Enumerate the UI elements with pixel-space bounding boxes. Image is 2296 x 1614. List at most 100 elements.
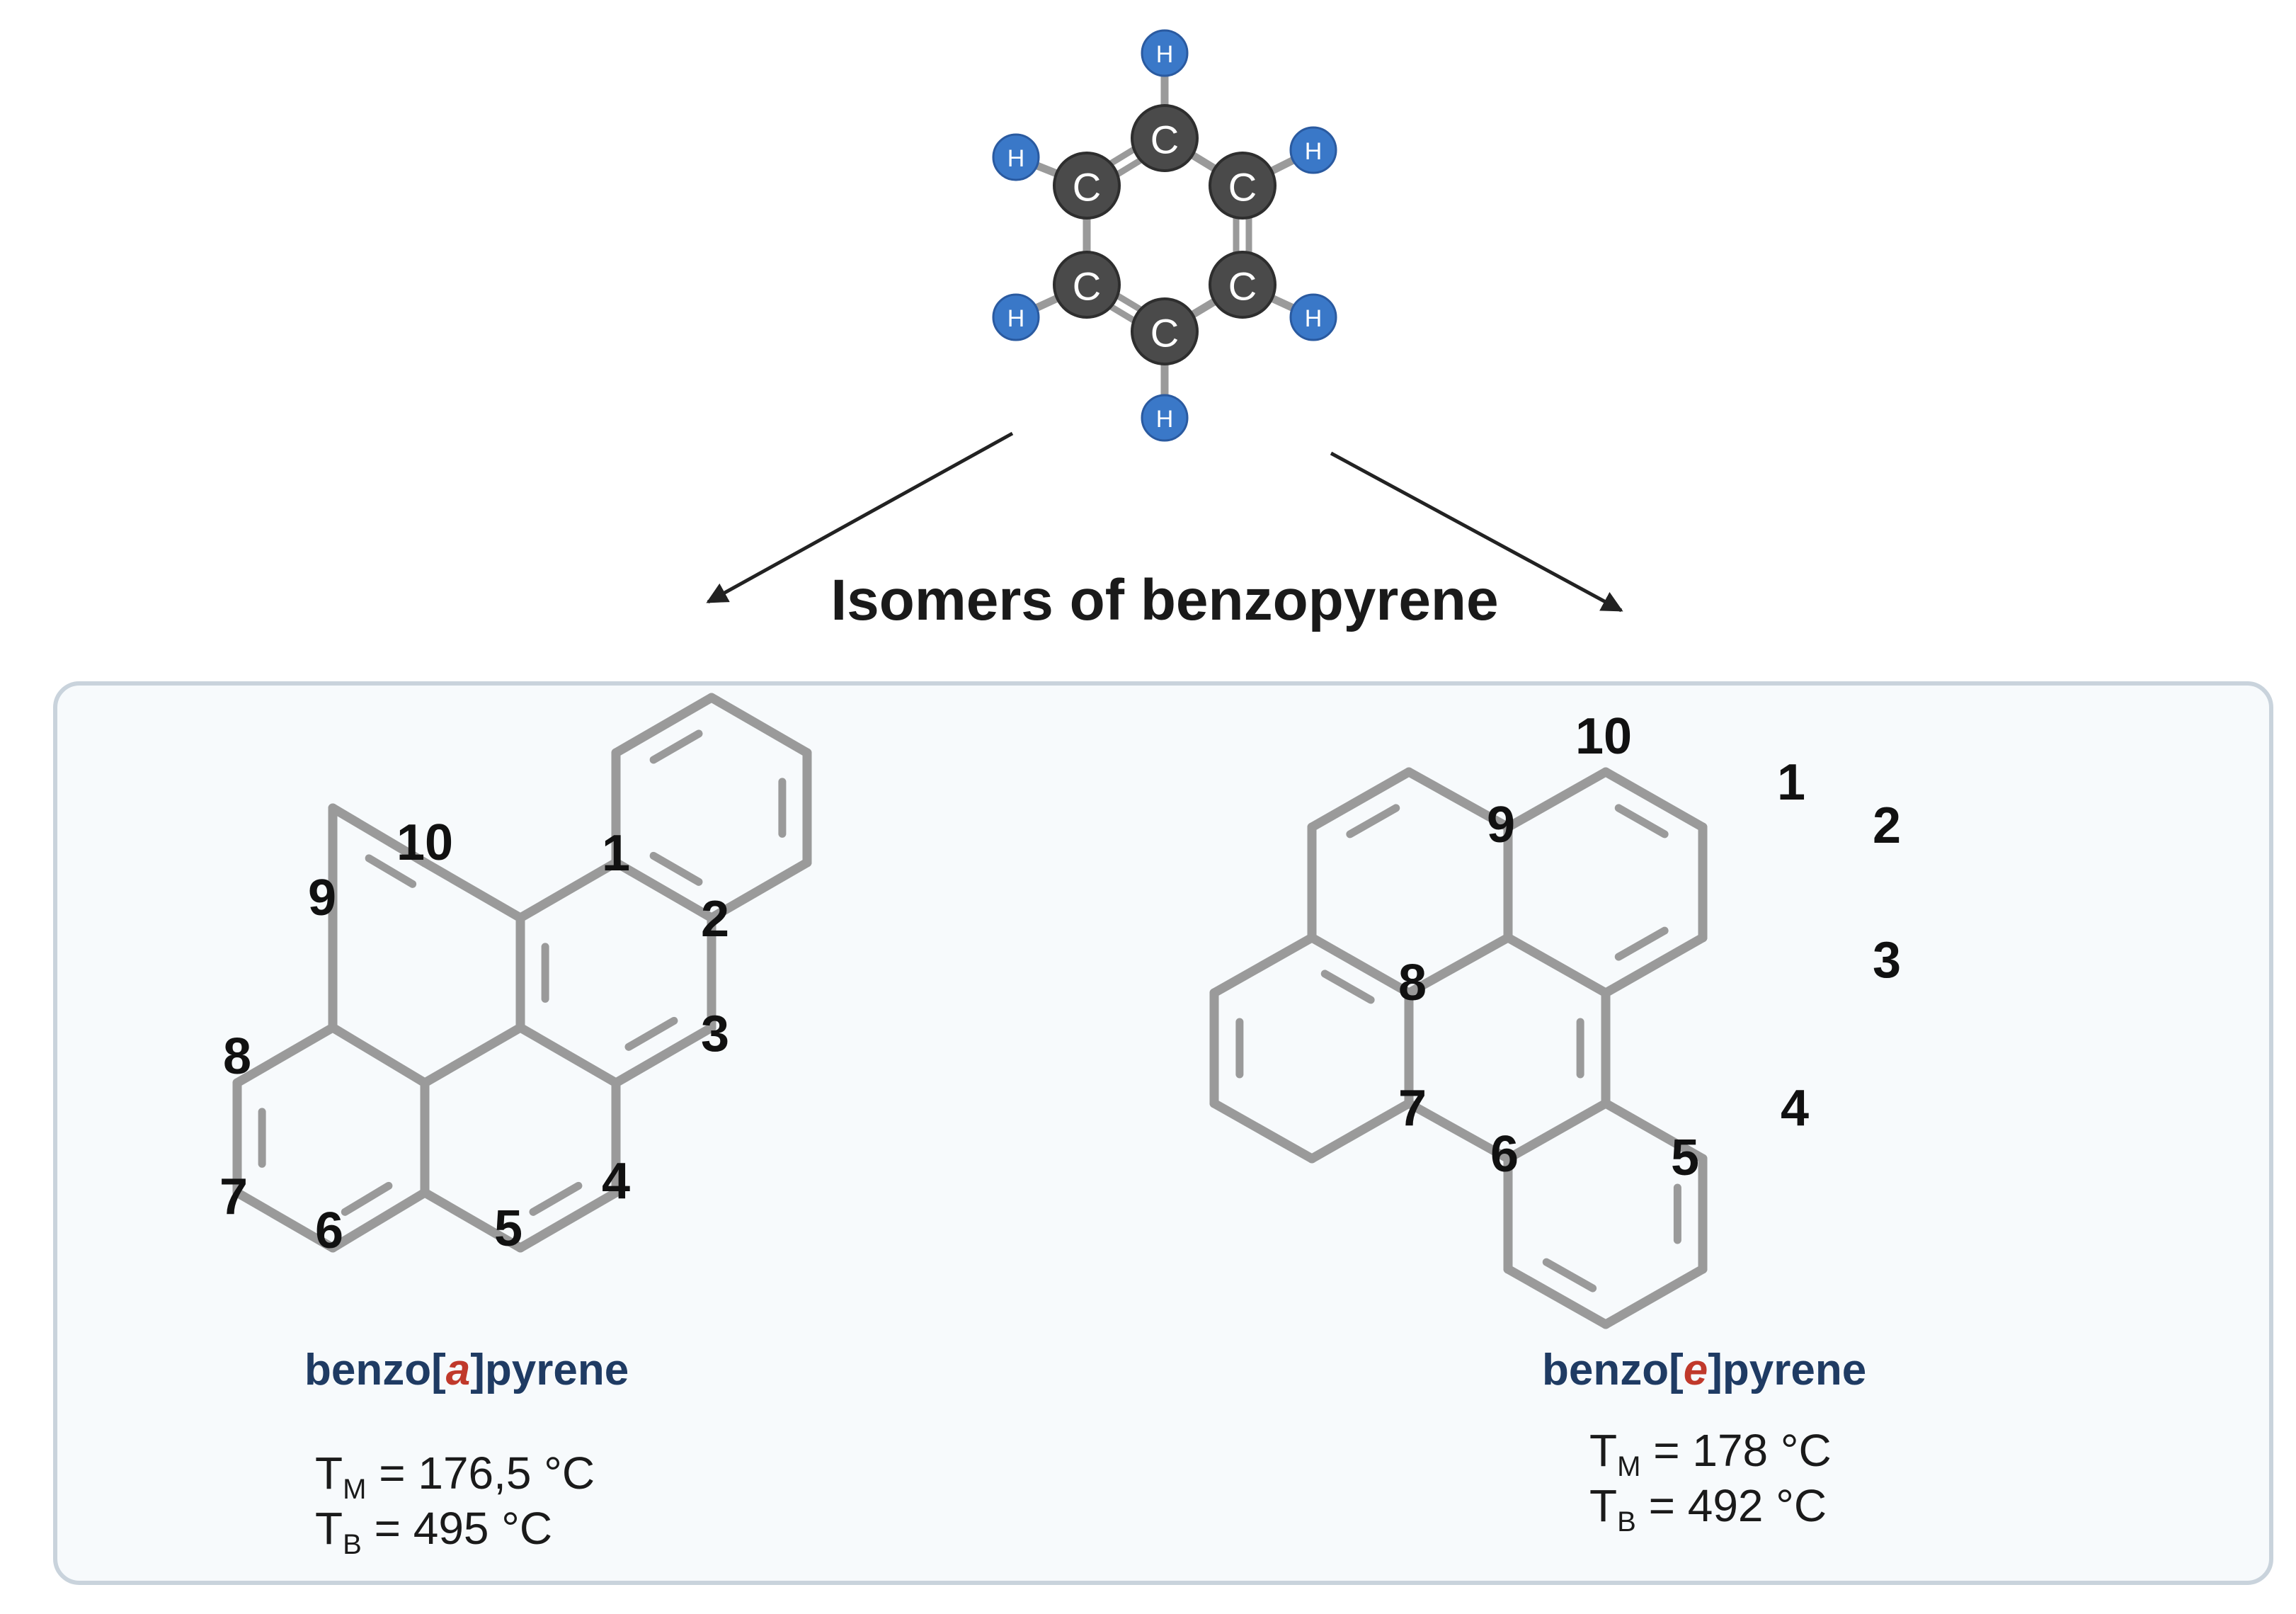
position-number-8: 8 <box>223 1028 251 1085</box>
right-arrow <box>1330 451 1623 613</box>
ring-bond <box>232 1023 338 1088</box>
benzene-molecule: H H H H H H C C C C C C <box>992 29 1337 442</box>
position-number-5: 5 <box>494 1200 522 1257</box>
ring-bond <box>515 858 621 923</box>
carbon-atom <box>1131 104 1199 172</box>
ring-bond <box>1503 1264 1611 1329</box>
carbon-atom <box>1053 152 1121 220</box>
position-number-6: 6 <box>315 1203 343 1259</box>
position-number-8: 8 <box>1398 955 1427 1011</box>
ring-bond <box>420 1188 525 1253</box>
aromatic-inner-bond <box>1614 926 1669 961</box>
ring-bond <box>420 858 525 923</box>
carbon-label: C <box>1150 118 1179 162</box>
benzo-e-pyrene-name: benzo[e]pyrene <box>1542 1346 1866 1394</box>
benzene-atoms: H H H H H H C C C C C C <box>992 29 1337 442</box>
hydrogen-atom <box>992 293 1040 341</box>
aromatic-inner-bond <box>1542 1258 1597 1292</box>
position-number-2: 2 <box>1873 797 1901 854</box>
position-number-3: 3 <box>701 1006 729 1062</box>
ring-bond <box>1404 933 1513 998</box>
ring-bond <box>1404 767 1513 832</box>
benzo-e-pyrene-melting-point: TM = 178 °C <box>1589 1425 1832 1482</box>
benzo-a-pyrene-bonds <box>232 693 812 1253</box>
position-number-2: 2 <box>701 891 729 948</box>
hydrogen-atom <box>1289 293 1337 341</box>
position-number-7: 7 <box>219 1169 248 1225</box>
hydrogen-label: H <box>1007 305 1025 332</box>
isomers-panel <box>53 681 2273 1585</box>
benzo-a-pyrene-melting-point: TM = 176,5 °C <box>315 1448 595 1505</box>
hydrogen-atom <box>992 133 1040 181</box>
benzo-e-pyrene-structure: 10 1 9 2 8 3 7 4 6 5 <box>1209 708 1901 1329</box>
position-number-1: 1 <box>602 825 630 882</box>
position-number-10: 10 <box>1575 708 1632 765</box>
aromatic-inner-bond <box>341 1181 393 1216</box>
carbon-atom <box>1209 152 1276 220</box>
ring-bond <box>1404 1098 1513 1164</box>
aromatic-inner-bond <box>529 1181 583 1216</box>
carbon-label: C <box>1228 264 1257 309</box>
ring-bond <box>611 858 716 923</box>
diagram-title: Isomers of benzopyrene <box>830 568 1498 632</box>
ring-bond <box>1503 933 1611 998</box>
position-number-9: 9 <box>308 870 336 926</box>
benzo-a-pyrene-boiling-point: TB = 495 °C <box>315 1503 552 1560</box>
hydrogen-atom <box>1141 394 1189 442</box>
ring-bond <box>611 693 716 758</box>
left-arrow <box>706 431 1014 604</box>
aromatic-inner-bond <box>624 1016 678 1051</box>
position-number-7: 7 <box>1398 1080 1427 1137</box>
ring-bond <box>1209 933 1317 998</box>
ring-bond <box>328 1188 430 1253</box>
ring-bond <box>1503 767 1611 832</box>
ring-bond <box>328 1023 430 1088</box>
ring-bond <box>1307 767 1414 832</box>
position-number-5: 5 <box>1671 1130 1699 1186</box>
aromatic-inner-bond <box>649 729 703 764</box>
ring-bond <box>1307 1098 1414 1164</box>
ring-bond <box>1601 1264 1708 1329</box>
carbon-label: C <box>1228 165 1257 210</box>
hydrogen-label: H <box>1156 406 1174 433</box>
carbon-atom <box>1209 251 1276 319</box>
carbon-label: C <box>1150 311 1179 356</box>
hydrogen-label: H <box>1156 41 1174 68</box>
benzo-e-pyrene-position-numbers: 10 1 9 2 8 3 7 4 6 5 <box>1398 708 1901 1186</box>
benzo-e-pyrene-boiling-point: TB = 492 °C <box>1589 1480 1827 1538</box>
carbon-label: C <box>1073 165 1101 210</box>
carbon-atom <box>1131 297 1199 365</box>
position-number-4: 4 <box>1781 1080 1809 1137</box>
hydrogen-label: H <box>1007 145 1025 172</box>
carbon-label: C <box>1073 264 1101 309</box>
position-number-3: 3 <box>1873 932 1901 989</box>
ring-bond <box>515 1188 621 1253</box>
ring-bond <box>1307 933 1414 998</box>
aromatic-inner-bond <box>365 854 417 888</box>
hydrogen-label: H <box>1305 305 1323 332</box>
ring-bond <box>707 858 812 923</box>
ring-bond <box>1601 767 1708 832</box>
carbon-atom <box>1053 251 1121 319</box>
position-number-9: 9 <box>1487 797 1515 853</box>
ring-bond <box>1503 1098 1611 1164</box>
aromatic-inner-bond <box>1346 804 1400 839</box>
ring-bond <box>611 1023 716 1088</box>
position-number-1: 1 <box>1777 754 1805 811</box>
hydrogen-atom <box>1141 29 1189 77</box>
ring-bond <box>707 693 812 758</box>
ring-bond <box>1209 1098 1317 1164</box>
ring-bond <box>232 1188 338 1253</box>
ring-bond <box>1601 1098 1708 1164</box>
ring-bond <box>420 1023 525 1088</box>
position-number-10: 10 <box>396 814 453 871</box>
position-number-6: 6 <box>1490 1126 1519 1183</box>
hydrogen-label: H <box>1305 138 1323 165</box>
ring-bond <box>328 803 430 868</box>
ring-bond <box>1601 933 1708 998</box>
benzo-e-pyrene-bonds <box>1209 767 1708 1329</box>
hydrogen-atom <box>1289 126 1337 174</box>
